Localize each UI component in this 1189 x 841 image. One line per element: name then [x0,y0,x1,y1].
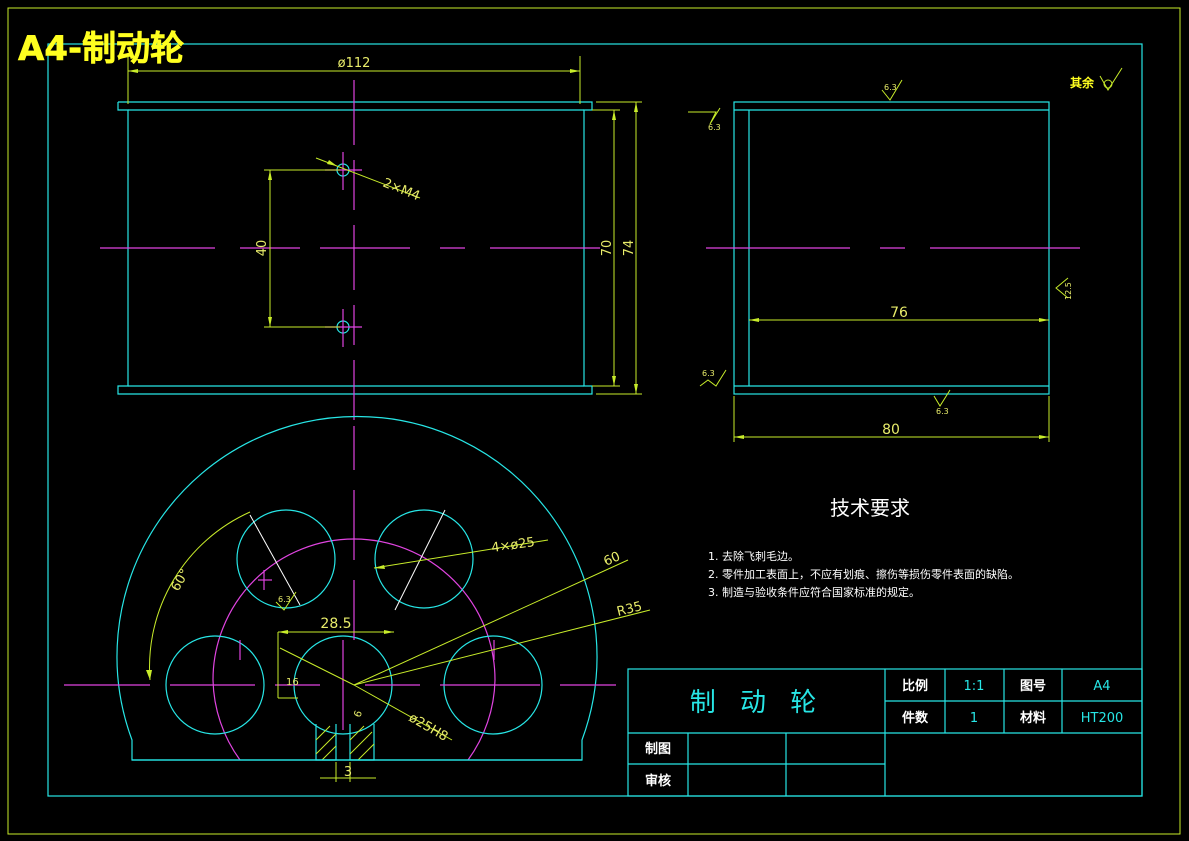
dim-arc-angle [149,511,251,681]
leader-radius [353,609,651,686]
hole-upper-right [374,509,474,609]
dim-left: 16 [286,677,299,688]
leader-pcd [353,559,629,686]
sheet-inner-border [47,43,1143,797]
hole-left [165,635,265,735]
section-outline [116,415,598,761]
tech-requirements: 技术要求 1. 去除飞刺毛边。 2. 零件加工表面上，不应有划痕、擦伤等损伤零件… [708,496,1019,599]
sheet-title: A4-制动轮 [18,29,184,69]
sheet-outer-border [7,7,1181,835]
roughness-right: 12.5 [1064,282,1073,300]
roughness-symbol-bottom-icon [933,389,951,407]
material-label: 材料 [1020,710,1046,726]
leader-holes [373,539,549,569]
dim-outer-dia: ø112 [338,56,371,71]
drawn-by-label: 制图 [645,741,671,757]
roughness-symbol-left-top-icon [688,107,721,125]
roughness-symbol-left-bottom-icon [699,369,727,387]
roughness-top: 6.3 [884,83,897,92]
dim-key-depth: 6 [352,709,365,719]
dim-angle: 60° [168,567,193,594]
scale-label: 比例 [902,678,928,694]
roughness-other: 其余 [1070,75,1095,90]
tech-requirements-heading: 技术要求 [830,496,910,520]
dim-overall-width: 80 [882,422,900,438]
roughness-hole: 6.3 [278,595,291,604]
side-view: 76 80 6.3 6.3 6.3 6.3 12.5 其余 [688,67,1123,442]
roughness-symbol-right-icon [1055,277,1069,299]
dim-pcd: 60 [602,549,623,569]
front-view: ø112 40 2×M4 70 74 [100,56,642,420]
scale-value: 1:1 [964,679,985,694]
material-value: HT200 [1081,711,1124,726]
part-name: 制 动 轮 [690,688,825,718]
dim-bore: ø25H8 [406,710,450,744]
thread-callout: 2×M4 [381,176,422,204]
dim-hole-spacing: 40 [255,240,270,257]
roughness-left-bottom: 6.3 [702,369,715,378]
tech-requirement-item: 3. 制造与验收条件应符合国家标准的规定。 [708,585,920,599]
quantity-value: 1 [970,711,978,726]
title-block: 制 动 轮 比例 1:1 图号 A4 件数 1 材料 HT200 制图 审核 [627,668,1143,797]
drawing-no-label: 图号 [1020,679,1046,694]
quantity-label: 件数 [902,710,929,726]
roughness-bottom: 6.3 [936,407,949,416]
roughness-left-top: 6.3 [708,123,721,132]
leader-bore [353,684,453,741]
drawing-no-value: A4 [1093,679,1110,694]
dim-outer-height: 74 [622,240,637,257]
tech-requirement-item: 2. 零件加工表面上，不应有划痕、擦伤等损伤零件表面的缺陷。 [708,567,1019,581]
dim-holes: 4×ø25 [490,535,535,556]
dim-inner-height: 70 [600,240,615,257]
section-view: 28.5 16 6 3 4×ø25 60 R35 ø25H8 60° 6.3 [64,415,651,782]
roughness-other-symbol-icon [1099,67,1123,91]
dim-radius: R35 [615,599,643,620]
tech-requirement-item: 1. 去除飞刺毛边。 [708,549,799,563]
dim-key: 3 [344,765,352,780]
hole-axis-ur [394,509,446,611]
dim-width: 28.5 [320,616,351,632]
hole-axis-ul [249,514,301,606]
hole-upper-left [236,509,336,609]
roughness-hole-icon [275,591,297,611]
checked-by-label: 审核 [645,773,671,789]
roughness-symbol-top-icon [881,79,903,101]
roughness-other-circle-icon [1103,79,1113,89]
dim-inner-width: 76 [890,305,908,321]
